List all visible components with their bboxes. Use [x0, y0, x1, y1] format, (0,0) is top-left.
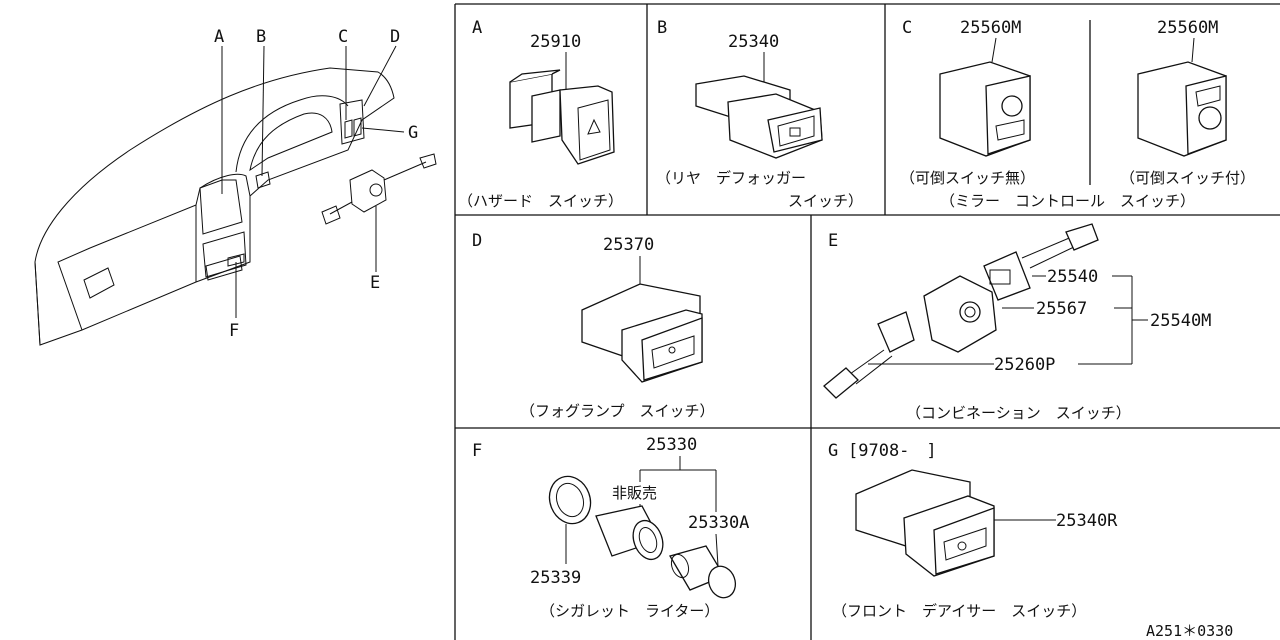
overview-label-d: D — [390, 27, 400, 47]
panel-c-sub-left: （可倒スイッチ無） — [900, 169, 1035, 187]
panel-c-sub-right: （可倒スイッチ付） — [1120, 169, 1255, 187]
overview-label-f: F — [229, 321, 239, 341]
panel-c-letter: C — [902, 18, 912, 38]
panel-d-letter: D — [472, 231, 482, 251]
panel-d: D 25370 （フォグランプ スイッチ） — [472, 231, 715, 420]
panel-b: B 25340 （リヤ デフォッガー スイッチ） — [656, 18, 863, 210]
front-deicer-switch-drawing — [855, 469, 995, 577]
overview-leaders — [221, 45, 405, 318]
panel-f-part-25330a: 25330A — [688, 513, 749, 533]
panel-a-part-number: 25910 — [530, 32, 581, 52]
panel-e: E 25540 25567 25260P 255 — [823, 223, 1211, 422]
panel-b-caption-line1: （リヤ デフォッガー — [656, 169, 806, 187]
overview-label-b: B — [256, 27, 266, 47]
combination-switch-drawing — [823, 223, 1099, 399]
panel-e-letter: E — [828, 231, 838, 251]
panel-e-part-25567: 25567 — [1036, 299, 1087, 319]
panel-f: F 25330 非販売 25330A 25339 （シガレット ライター） — [472, 435, 749, 620]
panel-f-part-group: 25330 — [646, 435, 697, 455]
panel-c: C 25560M 25560M （可倒スイッチ無） （可倒スイッチ付） （ミラー… — [900, 18, 1255, 210]
rear-defogger-switch-drawing — [695, 75, 823, 159]
panel-e-leaders — [868, 275, 1148, 365]
overview-label-a: A — [214, 27, 224, 47]
panel-grid — [454, 3, 1280, 640]
mirror-switch-left-drawing — [939, 61, 1031, 157]
panel-g-letter: G — [828, 441, 838, 461]
panel-d-part-number: 25370 — [603, 235, 654, 255]
panel-c-part-left: 25560M — [960, 18, 1021, 38]
panel-f-letter: F — [472, 441, 482, 461]
panel-e-caption: （コンビネーション スイッチ） — [906, 404, 1131, 422]
panel-f-part-25339: 25339 — [530, 568, 581, 588]
panel-b-letter: B — [657, 18, 667, 38]
panel-f-caption: （シガレット ライター） — [540, 602, 719, 620]
panel-g-part-number: 25340R — [1056, 511, 1118, 531]
panel-a-letter: A — [472, 18, 482, 38]
panel-d-caption: （フォグランプ スイッチ） — [520, 402, 715, 420]
panel-b-caption-line2: スイッチ） — [788, 192, 863, 210]
panel-g-caption: （フロント デアイサー スイッチ） — [832, 602, 1086, 620]
panel-c-caption: （ミラー コントロール スイッチ） — [940, 192, 1195, 210]
panel-c-part-right: 25560M — [1157, 18, 1218, 38]
fog-lamp-switch-drawing — [581, 283, 703, 383]
panel-e-part-25540: 25540 — [1047, 267, 1098, 287]
overview-label-c: C — [338, 27, 348, 47]
panel-f-not-sold-note: 非販売 — [612, 484, 657, 502]
cigarette-lighter-drawing — [548, 475, 737, 599]
panel-a: A 25910 （ハザード スイッチ） — [458, 18, 623, 210]
overview-label-e: E — [370, 273, 380, 293]
panel-a-caption: （ハザード スイッチ） — [458, 192, 623, 210]
panel-e-part-25260p: 25260P — [994, 355, 1055, 375]
mirror-switch-right-drawing — [1137, 61, 1227, 157]
overview-label-g: G — [408, 123, 418, 143]
panel-b-part-number: 25340 — [728, 32, 779, 52]
dashboard-overview — [34, 67, 437, 346]
diagram-code: A251＊0330 — [1146, 622, 1233, 640]
panel-g: G [9708- ] 25340R （フロント デアイサー スイッチ） — [828, 441, 1118, 620]
panel-g-date-range: [9708- ] — [848, 441, 937, 461]
hazard-switch-drawing — [509, 69, 615, 165]
panel-e-part-group: 25540M — [1150, 311, 1211, 331]
